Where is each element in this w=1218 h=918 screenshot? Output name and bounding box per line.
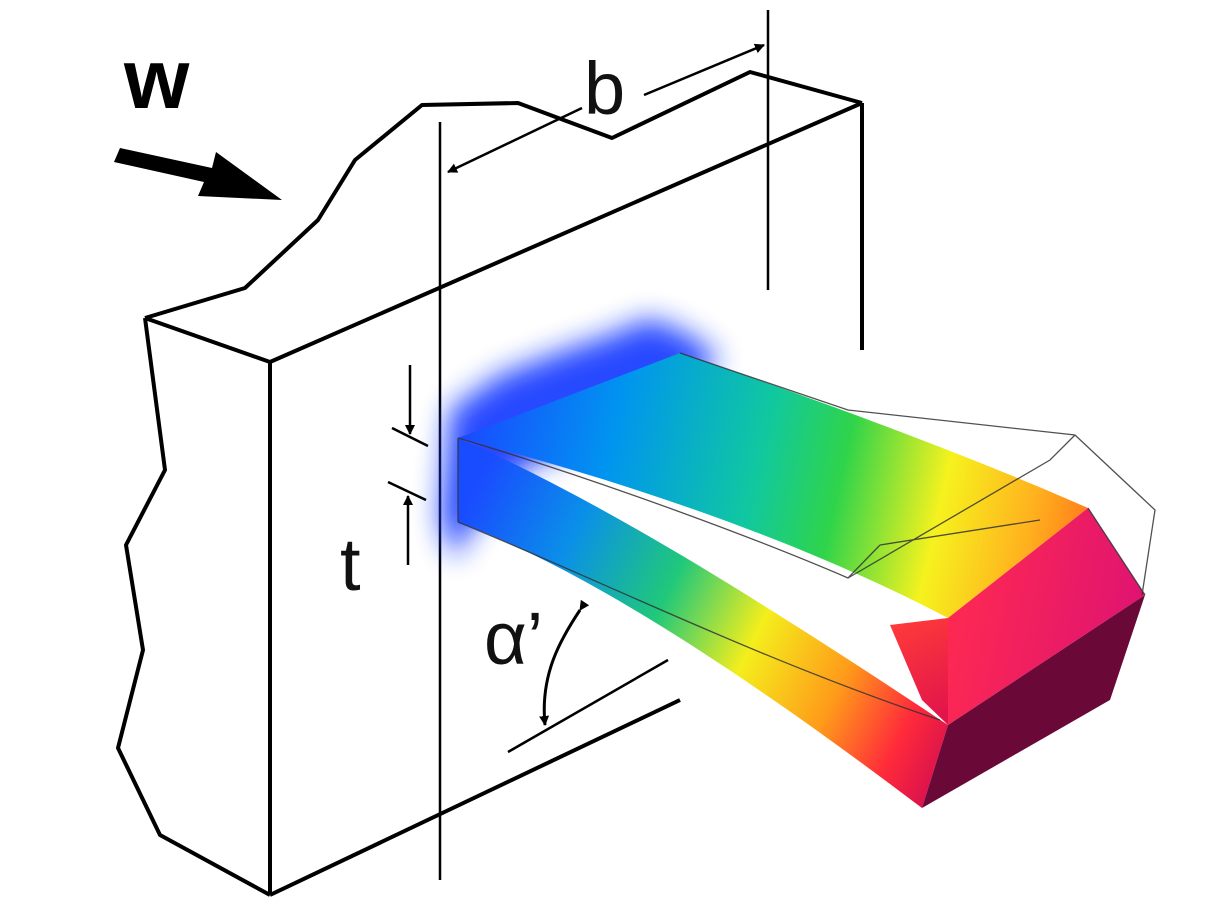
dimension-t <box>387 365 429 565</box>
dimension-t-tick-bottom <box>387 480 427 502</box>
load-arrow-icon <box>114 148 282 200</box>
label-alpha: α’ <box>484 597 543 680</box>
dimension-t-tick-top <box>391 426 429 448</box>
label-w: w <box>123 32 190 126</box>
base-block <box>116 70 864 897</box>
beam-top-face <box>458 353 1088 618</box>
angle-alpha <box>539 599 590 726</box>
beam-wireframe <box>457 352 1156 721</box>
block-broken-top-edge <box>144 70 863 320</box>
load-arrow <box>114 148 282 200</box>
block-bottom-front-edge <box>269 698 681 897</box>
beam-tip-end <box>922 595 1145 808</box>
angle-alpha-arc <box>539 599 590 726</box>
dimension-b <box>447 43 765 174</box>
label-t: t <box>340 523 361 606</box>
beam-tip-bevel <box>890 618 948 725</box>
label-b: b <box>584 47 625 130</box>
dimension-b-arrow-right <box>643 43 765 97</box>
block-top-front-edge <box>144 101 863 364</box>
dimension-b-arrow-left <box>447 106 583 174</box>
beam <box>440 318 1156 808</box>
beam-side-face <box>458 438 948 808</box>
block-broken-left-edge <box>116 317 271 897</box>
beam-tip-top <box>948 508 1145 725</box>
